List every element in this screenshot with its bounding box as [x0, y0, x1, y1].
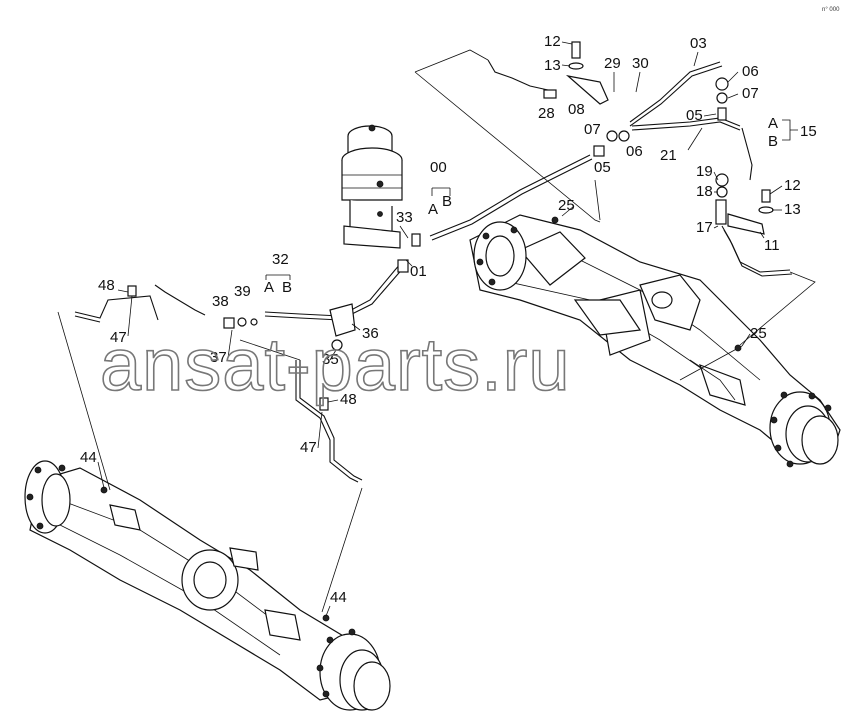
callout-33: 33 [396, 209, 413, 226]
callout-30: 30 [632, 55, 649, 72]
callout-48: 48 [340, 391, 357, 408]
port-b: B [282, 279, 292, 296]
callout-25: 25 [558, 197, 575, 214]
callout-15: 15 [800, 123, 817, 140]
callout-08: 08 [568, 101, 585, 118]
callout-44: 44 [330, 589, 347, 606]
callout-03: 03 [690, 35, 707, 52]
callout-38: 38 [212, 293, 229, 310]
callout-47: 47 [110, 329, 127, 346]
callout-28: 28 [538, 105, 555, 122]
callout-06: 06 [626, 143, 643, 160]
swivel-joint [341, 124, 403, 249]
callout-37: 37 [210, 349, 227, 366]
port-b: B [768, 133, 778, 150]
callout-21: 21 [660, 147, 677, 164]
fittings [100, 41, 774, 622]
lower-axle-assembly [24, 460, 391, 711]
callout-06: 06 [742, 63, 759, 80]
corner-mark: n° 000 [822, 7, 840, 13]
callout-18: 18 [696, 183, 713, 200]
callout-07: 07 [742, 85, 759, 102]
port-b: B [442, 193, 452, 210]
port-a: A [428, 201, 438, 218]
callout-36: 36 [362, 325, 379, 342]
callout-00: 00 [430, 159, 447, 176]
label-brackets [265, 119, 798, 280]
callout-05: 05 [594, 159, 611, 176]
watermark: ansat-parts.ru [100, 323, 571, 406]
leader-lines [97, 41, 783, 617]
callout-29: 29 [604, 55, 621, 72]
callout-05: 05 [686, 107, 703, 124]
hydraulic-lines [57, 49, 816, 613]
callout-17: 17 [696, 219, 713, 236]
port-a: A [264, 279, 274, 296]
callout-01: 01 [410, 263, 427, 280]
callout-25: 25 [750, 325, 767, 342]
callout-39: 39 [234, 283, 251, 300]
callout-11: 11 [764, 237, 780, 254]
upper-axle-assembly [469, 214, 841, 468]
callout-13: 13 [784, 201, 801, 218]
callouts: 12 13 29 30 03 06 07 05 08 28 07 06 05 2… [80, 33, 817, 606]
callout-32: 32 [272, 251, 289, 268]
callout-13: 13 [544, 57, 561, 74]
callout-12: 12 [784, 177, 801, 194]
port-a: A [768, 115, 778, 132]
callout-47: 47 [300, 439, 317, 456]
callout-44: 44 [80, 449, 97, 466]
callout-19: 19 [696, 163, 713, 180]
callout-07: 07 [584, 121, 601, 138]
callout-12: 12 [544, 33, 561, 50]
callout-48: 48 [98, 277, 115, 294]
